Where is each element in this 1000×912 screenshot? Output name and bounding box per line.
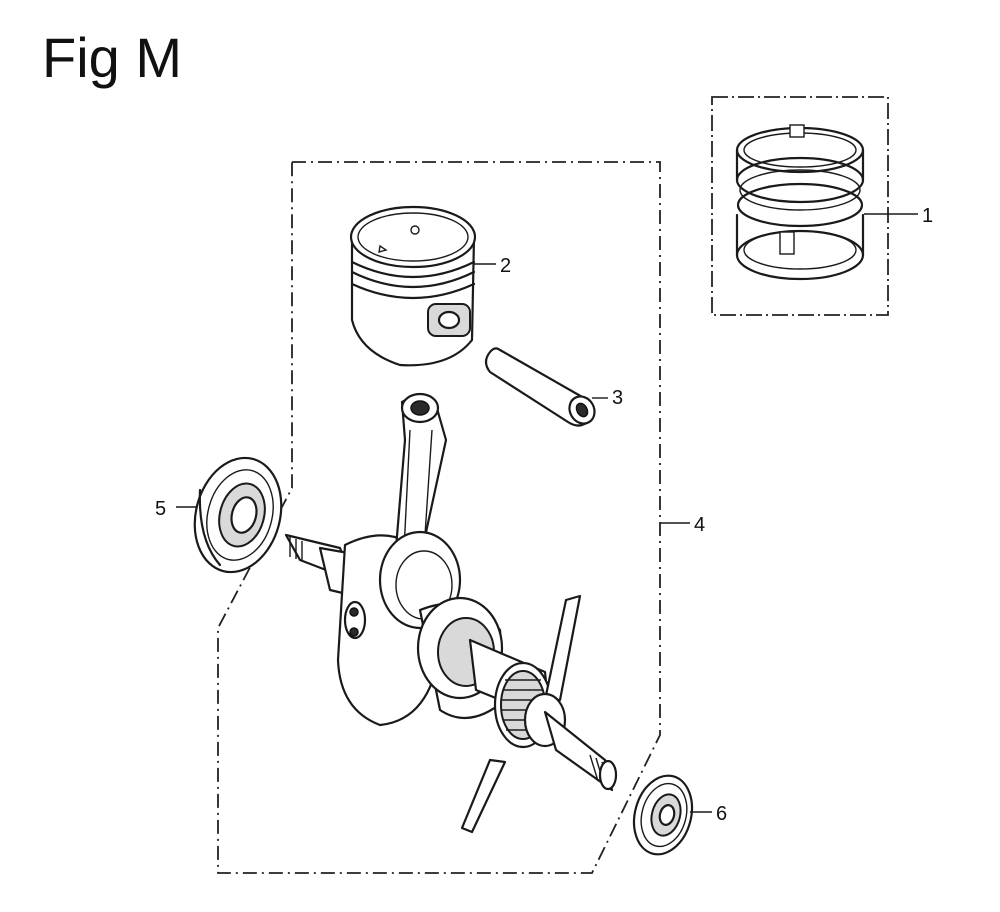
piston-pin-part[interactable]	[484, 347, 599, 428]
piston-part[interactable]	[349, 205, 477, 367]
callout-3: 3	[612, 387, 623, 409]
bearing-right-part[interactable]	[626, 769, 701, 861]
piston-ring-box	[711, 96, 889, 316]
callout-2: 2	[500, 255, 511, 277]
bearing-left-part[interactable]	[182, 448, 293, 582]
piston-rings-part[interactable]	[735, 124, 865, 281]
callout-5: 5	[155, 498, 166, 520]
callout-4: 4	[694, 514, 705, 536]
crankshaft-assembly-outline	[217, 161, 661, 874]
figure-title: Fig M	[42, 26, 182, 89]
callout-1: 1	[922, 205, 933, 227]
callout-6: 6	[716, 803, 727, 825]
crankshaft-part[interactable]	[284, 392, 618, 834]
